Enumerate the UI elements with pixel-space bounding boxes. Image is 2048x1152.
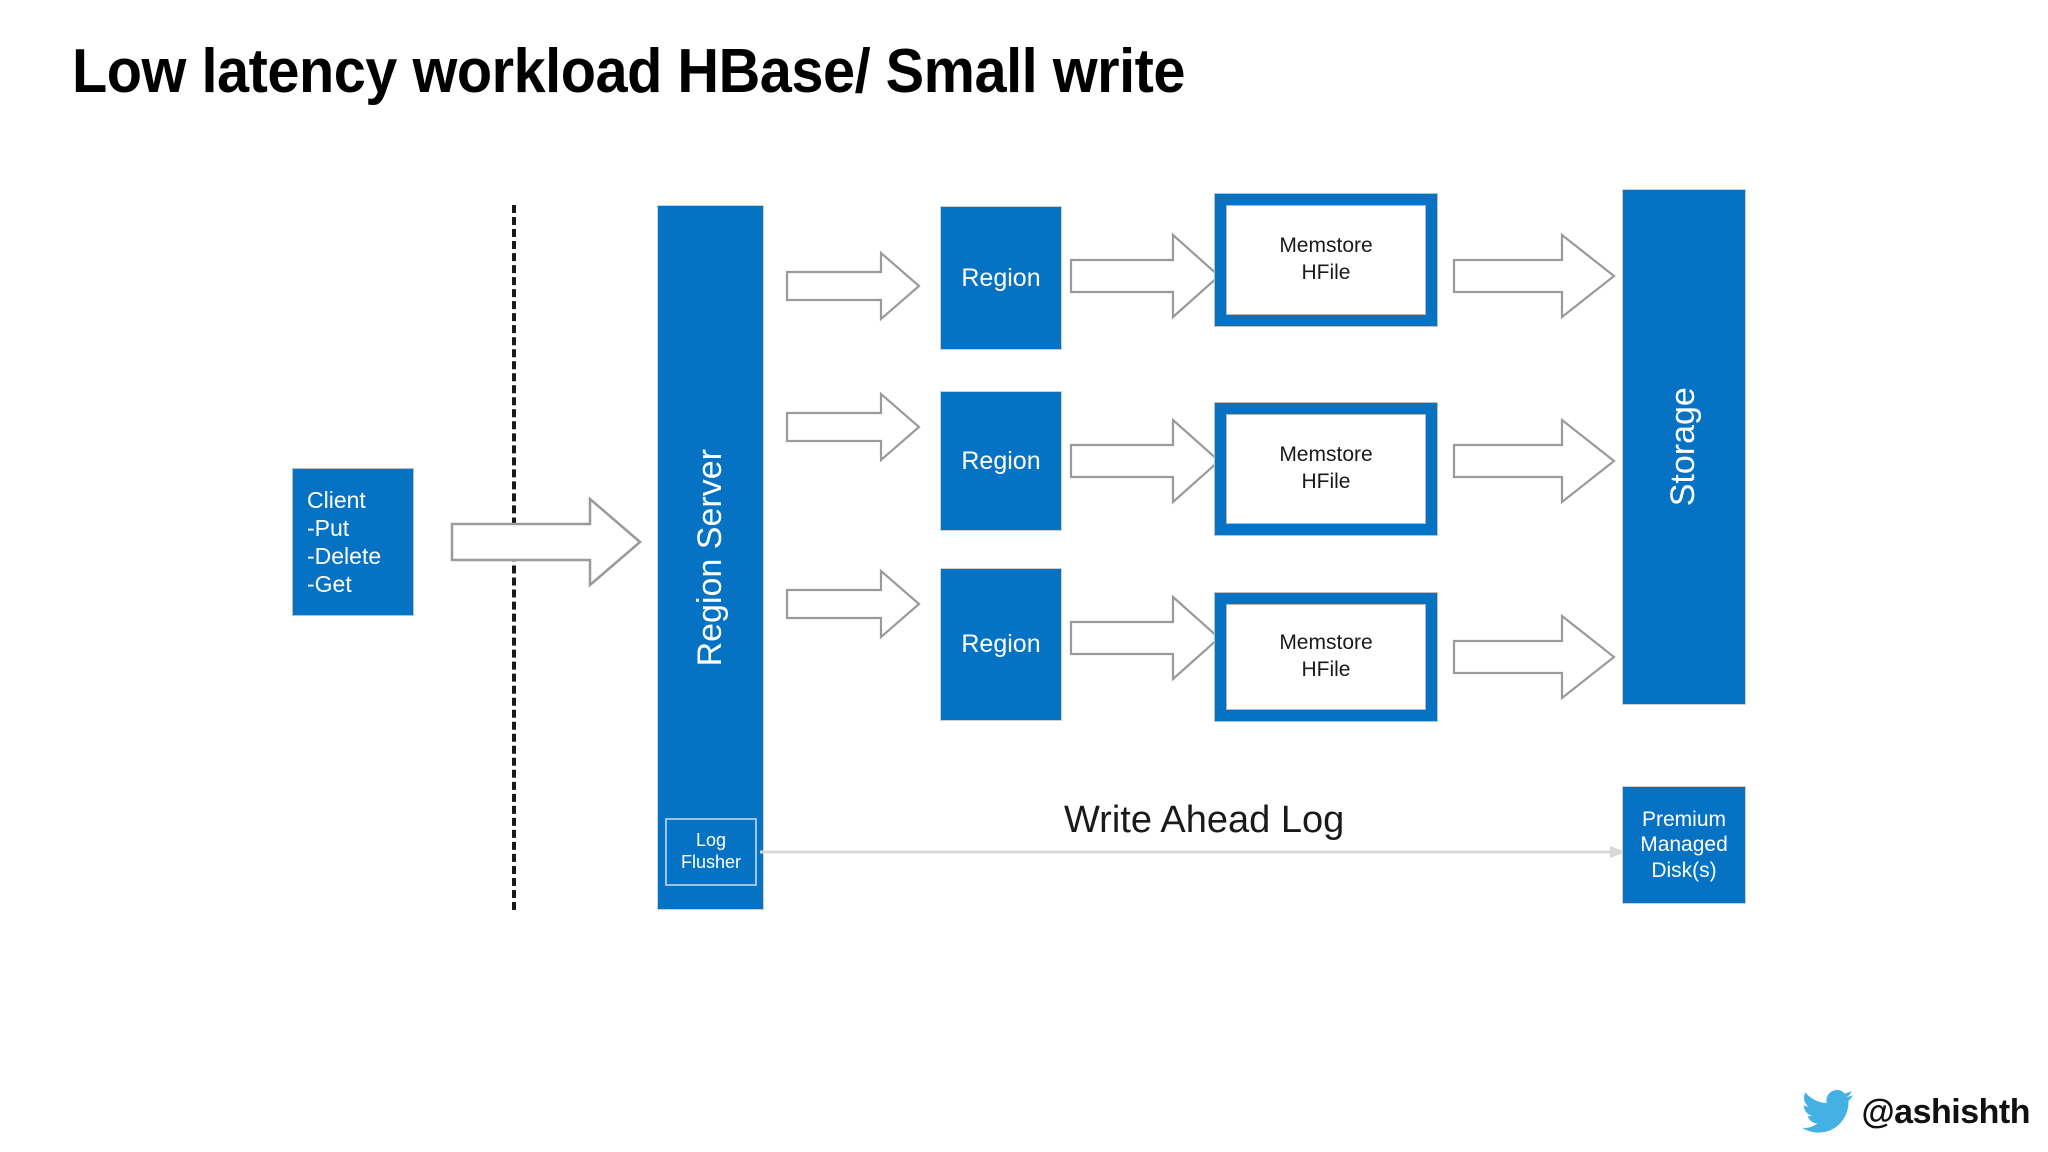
region-label-3: Region	[961, 630, 1041, 659]
arrow-memstore-1-to-storage	[1452, 232, 1616, 320]
log-flusher-box: Log Flusher	[665, 818, 757, 886]
page-title: Low latency workload HBase/ Small write	[72, 37, 1185, 106]
region-label-2: Region	[961, 446, 1041, 475]
memstore-hfile-box-3: Memstore HFile	[1214, 592, 1438, 722]
memstore-hfile-box-2: Memstore HFile	[1214, 402, 1438, 536]
arrow-region-server-to-region-1	[785, 250, 921, 322]
arrow-memstore-3-to-storage	[1452, 613, 1616, 701]
arrow-region-1-to-memstore-1	[1069, 232, 1221, 320]
memstore-hfile-box-1: Memstore HFile	[1214, 193, 1438, 327]
arrow-client-to-region-server	[450, 496, 642, 588]
region-server-label: Region Server	[690, 448, 729, 667]
client-title: Client	[307, 486, 366, 513]
storage-label: Storage	[1664, 387, 1703, 507]
client-box: Client -Put -Delete -Get	[292, 468, 414, 616]
arrow-memstore-2-to-storage	[1452, 417, 1616, 505]
arrow-region-server-to-region-3	[785, 568, 921, 640]
premium-managed-disks-box: Premium Managed Disk(s)	[1622, 786, 1746, 904]
region-server-box: Region Server	[657, 205, 764, 910]
client-op-put: -Put	[307, 514, 350, 541]
twitter-credit: @ashishth	[1801, 1090, 2031, 1134]
client-op-delete: -Delete	[307, 543, 382, 569]
memstore-label-2-line2: HFile	[1301, 470, 1351, 493]
memstore-label-1-line2: HFile	[1301, 261, 1351, 284]
memstore-label-3-line2: HFile	[1301, 658, 1351, 681]
arrow-region-2-to-memstore-2	[1069, 417, 1221, 505]
twitter-bird-icon	[1801, 1090, 1853, 1133]
write-ahead-log-arrow	[760, 846, 1626, 858]
log-flusher-label-line2: Flusher	[680, 852, 742, 872]
premium-disks-line1: Premium	[1641, 807, 1726, 831]
client-op-get: -Get	[307, 571, 352, 598]
twitter-handle-text: @ashishth	[1861, 1092, 2031, 1131]
memstore-label-1-line1: Memstore	[1279, 234, 1373, 258]
memstore-label-2-line1: Memstore	[1279, 443, 1373, 467]
log-flusher-label-line1: Log	[695, 830, 727, 851]
arrow-region-server-to-region-2	[785, 391, 921, 463]
write-ahead-log-label: Write Ahead Log	[1064, 799, 1345, 841]
region-box-3: Region	[940, 568, 1062, 721]
memstore-label-3-line1: Memstore	[1279, 631, 1373, 655]
storage-box: Storage	[1622, 189, 1746, 705]
region-box-2: Region	[940, 391, 1062, 531]
arrow-region-3-to-memstore-3	[1069, 594, 1221, 682]
premium-disks-line2: Managed	[1640, 833, 1728, 857]
region-box-1: Region	[940, 206, 1062, 350]
region-label-1: Region	[961, 263, 1041, 292]
premium-disks-line3: Disk(s)	[1651, 858, 1717, 882]
